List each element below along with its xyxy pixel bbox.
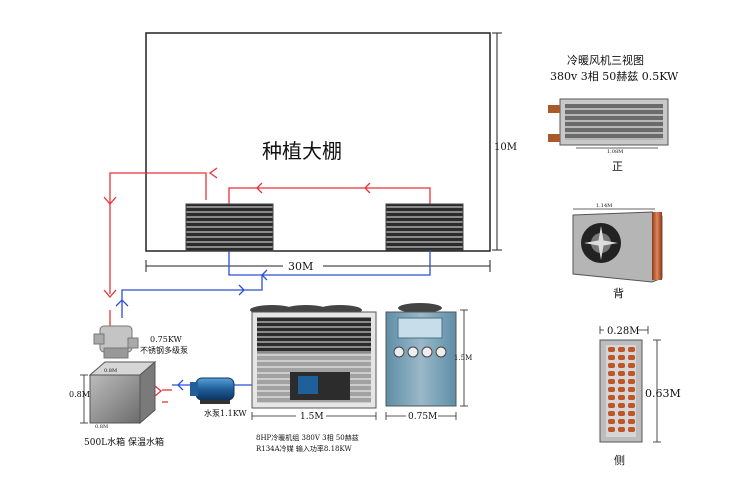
greenhouse-title: 种植大棚 <box>262 139 342 163</box>
indoor-unit-right <box>385 203 464 251</box>
chiller-height-label: 1.5M <box>454 354 472 362</box>
copper-coil <box>618 363 625 368</box>
side-view-caption: 侧 <box>614 454 625 467</box>
tank-side-dimension <box>80 374 88 424</box>
chiller-height-dim <box>460 309 468 407</box>
chiller-main-unit <box>250 305 377 409</box>
water-tank <box>88 360 157 425</box>
copper-coil <box>608 427 615 432</box>
copper-coil <box>618 427 625 432</box>
copper-coil <box>618 347 625 352</box>
copper-coil <box>608 411 615 416</box>
chiller-side-width-label: 0.75M <box>408 412 437 422</box>
copper-coil <box>608 347 615 352</box>
water-pump-motor <box>190 377 235 404</box>
copper-coil <box>628 363 635 368</box>
copper-coil <box>628 419 635 424</box>
copper-coil <box>628 427 635 432</box>
tank-dim-top: 0.8M <box>104 368 117 374</box>
return-pipe-arrows <box>115 269 268 391</box>
indoor-unit-left <box>185 203 274 252</box>
copper-coil <box>608 419 615 424</box>
copper-coil <box>608 379 615 384</box>
copper-coil <box>618 419 625 424</box>
front-view-caption: 正 <box>612 160 623 173</box>
copper-coil <box>628 379 635 384</box>
copper-coil <box>608 371 615 376</box>
copper-coil <box>608 387 615 392</box>
greenhouse-width-label: 30M <box>288 260 313 273</box>
copper-coil <box>628 371 635 376</box>
tank-dim-side: 0.8M <box>69 390 90 399</box>
back-view-caption: 背 <box>613 286 624 300</box>
front-view-unit <box>548 98 669 149</box>
pump-power: 0.75KW <box>150 335 183 344</box>
side-view-coils <box>608 347 635 432</box>
copper-coil <box>618 395 625 400</box>
pump-name: 不锈钢多级泵 <box>140 345 188 355</box>
copper-coil <box>608 363 615 368</box>
copper-coil <box>618 387 625 392</box>
copper-coil <box>628 403 635 408</box>
chiller-spec-line1: 8HP冷暖机组 380V 3相 50赫兹 <box>256 433 359 442</box>
back-view-unit <box>572 208 663 283</box>
unit-views-title: 冷暖风机三视图 <box>567 53 644 67</box>
copper-coil <box>628 411 635 416</box>
copper-coil <box>608 395 615 400</box>
tank-dim-depth: 0.8M <box>95 424 108 430</box>
chiller-side-unit <box>385 303 457 407</box>
copper-coil <box>628 347 635 352</box>
copper-coil <box>618 403 625 408</box>
copper-coil <box>618 379 625 384</box>
copper-coil <box>628 395 635 400</box>
copper-coil <box>618 411 625 416</box>
greenhouse-outline <box>145 32 491 252</box>
side-view-width-label: 0.28M <box>607 326 640 337</box>
greenhouse-height-dimension <box>492 32 502 251</box>
unit-views-spec: 380v 3相 50赫兹 0.5KW <box>550 70 679 83</box>
front-view-dim: 1.08M <box>607 149 623 155</box>
side-view-dim-height <box>653 339 661 443</box>
copper-coil <box>628 387 635 392</box>
copper-coil <box>618 371 625 376</box>
copper-coil <box>618 355 625 360</box>
chiller-spec-line2: R134A冷媒 输入功率8.18KW <box>256 444 352 453</box>
back-view-dim: 1.14M <box>596 203 612 209</box>
side-view-height-label: 0.63M <box>645 387 681 400</box>
tank-caption: 500L水箱 保温水箱 <box>84 436 164 448</box>
copper-coil <box>628 355 635 360</box>
supply-pipe-arrows <box>103 167 371 397</box>
copper-coil <box>608 355 615 360</box>
greenhouse-height-label: 10M <box>494 142 517 153</box>
chiller-main-width-label: 1.5M <box>300 412 324 422</box>
water-pump-label: 水泵1.1KW <box>204 408 247 418</box>
copper-coil <box>608 403 615 408</box>
multistage-pump <box>93 325 139 359</box>
